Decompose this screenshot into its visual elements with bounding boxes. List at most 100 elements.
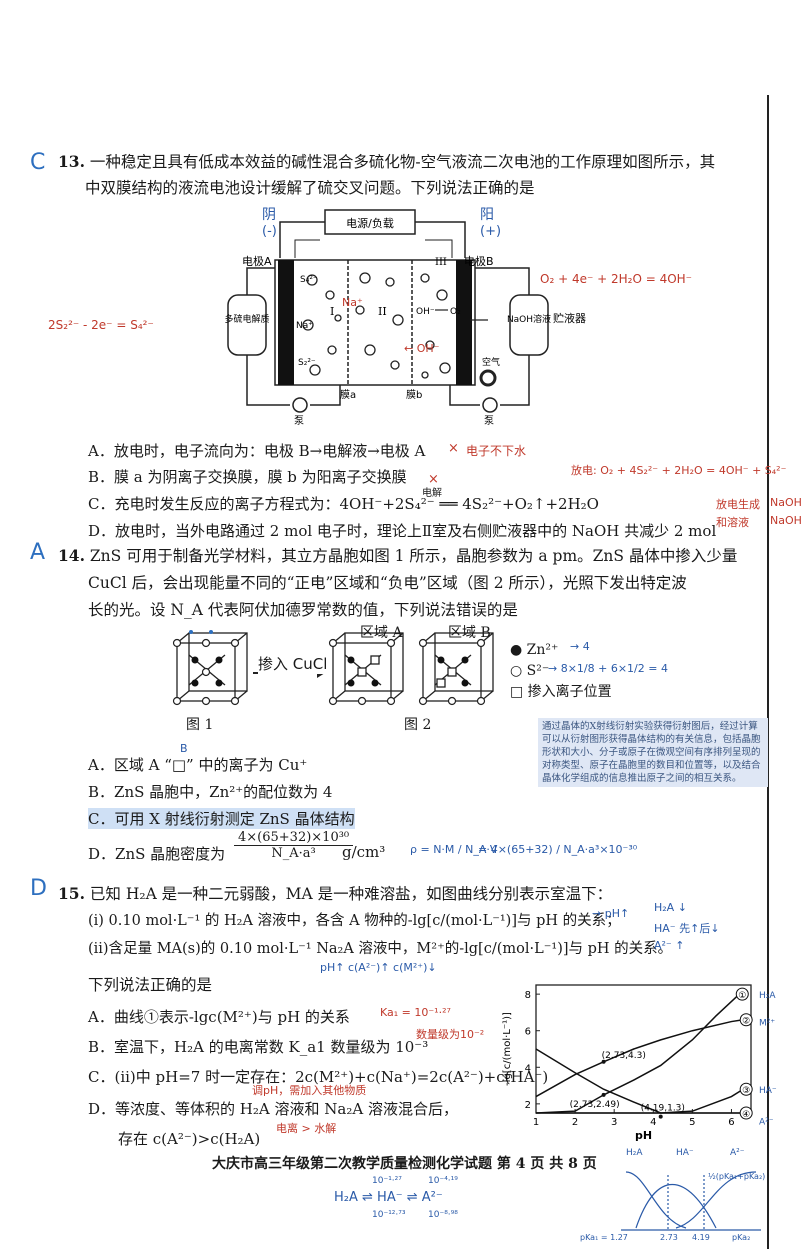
series-mark-label-2: ② [742, 1017, 750, 1027]
ion-s4-label: S₄²⁻ [300, 275, 318, 285]
x-tick-label: 4 [650, 1117, 656, 1128]
right-tank [509, 294, 549, 356]
electrode-a-bar [278, 260, 294, 385]
pump-right-label: 泵 [484, 415, 494, 427]
pump-right-icon [482, 397, 498, 413]
electrolysis-label: 电解 [422, 488, 442, 499]
region-2-label: II [378, 305, 387, 318]
q14-option-a: A．区域 A “□” 中的离子为 Cu⁺ [88, 756, 308, 774]
hw-zn-count: → 4 [570, 640, 590, 653]
ion-o2-label: O₂ [450, 307, 461, 317]
xrd-note: 通过晶体的X射线衍射实验获得衍射图后，经过计算可以从衍射图形获得晶体结构的有关信… [538, 718, 768, 787]
hw-rho2: = 4×(65+32) / N_A·a³×10⁻³⁰ [478, 843, 638, 856]
hw-s-count: → 8×1/8 + 6×1/2 = 4 [548, 662, 668, 675]
hw-cathode-sign: (+) [480, 224, 502, 239]
x-tick-label: 5 [689, 1117, 695, 1128]
hw-bottom-k3: 10⁻¹²·⁷³ [372, 1210, 406, 1220]
electrode-b-bar [456, 260, 472, 385]
q14-line1: 14. ZnS 可用于制备光学材料，其立方晶胞如图 1 所示，晶胞参数为 a p… [58, 546, 737, 566]
q15-option-d2: 存在 c(A²⁻)>c(H₂A) [118, 1130, 261, 1148]
series-mark-label-4: ④ [742, 1110, 750, 1120]
hw-bottom-k1: 10⁻¹·²⁷ [372, 1176, 402, 1186]
q15-line2: (i) 0.10 mol·L⁻¹ 的 H₂A 溶液中，各含 A 物种的-lg[c… [88, 913, 621, 929]
q13-option-a: A．放电时，电子流向为：电极 B→电解液→电极 A [88, 442, 426, 460]
series-mark-1 [735, 987, 749, 1001]
q13-option-d: D．放电时，当外电路通过 2 mol 电子时，理论上Ⅱ室及右侧贮液器中的 NaO… [88, 522, 717, 540]
legend-s: ○ S²⁻ [510, 663, 550, 679]
crystal-legend: ● Zn²⁺ ○ S²⁻ □ 掺入离子位置 [510, 640, 612, 703]
hw-anode-sign: (-) [262, 224, 277, 239]
annotation-point [601, 1092, 606, 1097]
hw-right-eq: O₂ + 4e⁻ + 2H₂O = 4OH⁻ [540, 272, 693, 286]
annotation-point [601, 1059, 606, 1064]
fig1-label: 图 1 [186, 717, 214, 733]
hw-b-mark: B [180, 742, 188, 755]
q14-mark: A [30, 540, 46, 565]
hw-note-d2: NaOH [770, 496, 802, 509]
y-tick-label: 8 [525, 990, 531, 1001]
q14-option-b: B．ZnS 晶胞中，Zn²⁺的配位数为 4 [88, 783, 333, 801]
annotation-label: (4.19,1.3) [641, 1104, 685, 1114]
right-tank-label: NaOH溶液 [507, 313, 551, 325]
hw-mini-a2: A²⁻ [730, 1148, 745, 1158]
q15-line3: (ii)含足量 MA(s)的 0.10 mol·L⁻¹ Na₂A 溶液中，M²⁺… [88, 941, 673, 957]
hw-bottom-k2: 10⁻⁴·¹⁹ [428, 1176, 458, 1186]
hw-d-note: 电离 > 水解 [276, 1122, 337, 1135]
air-bubble-icon [479, 369, 497, 387]
electrode-b-label: 电极B [464, 254, 494, 268]
membrane-a-label: 膜a [340, 389, 356, 401]
hw-x-a: × [448, 441, 459, 456]
ion-na-label: Na⁺ [296, 321, 313, 331]
hw-rho: ρ = N·M / N_A·V [410, 843, 498, 856]
hw-left-eq: 2S₂²⁻ - 2e⁻ = S₄²⁻ [48, 318, 154, 332]
power-box-label: 电源/负载 [346, 216, 394, 230]
series-mark-2 [739, 1013, 753, 1027]
hw-mini-419: 4.19 [692, 1233, 710, 1242]
region-3-label: III [435, 257, 447, 268]
q14-line3: 长的光。设 N_A 代表阿伏加德罗常数的值，下列说法错误的是 [88, 601, 518, 619]
series-line-3 [536, 1088, 744, 1114]
q14-option-d: D．ZnS 晶胞密度为 [88, 845, 226, 863]
y-axis-label: -lg[c/(mol·L⁻¹)] [502, 1012, 513, 1086]
hw-curve-label: A²⁻ [759, 1117, 774, 1127]
hw-mini-h2a: H₂A [626, 1148, 643, 1158]
q15-option-b: B．室温下，H₂A 的电离常数 K_a1 数量级为 10⁻³ [88, 1038, 429, 1056]
ion-oh-label: OH⁻ [416, 307, 435, 317]
page-border-line [767, 95, 769, 1249]
region-1-label: I [330, 305, 334, 318]
hw-x-b: × [428, 472, 439, 487]
mini-distribution-sketch [621, 1171, 761, 1231]
hw-ph-q: pH↑ c(A²⁻)↑ c(M²⁺)↓ [320, 961, 437, 974]
q15-mark: D [30, 876, 47, 901]
series-mark-label-3: ③ [742, 1086, 750, 1096]
series-mark-label-1: ① [738, 991, 746, 1001]
annotation-point [658, 1114, 663, 1119]
hw-mini-pk1: pKa₁ = 1.27 [580, 1233, 628, 1242]
region-b-label: 区域 B [448, 625, 491, 641]
chart-frame [535, 984, 752, 1114]
arrow-text: 掺入 CuCl [258, 653, 328, 674]
hw-na-note: Na⁺ [342, 296, 363, 309]
left-tank [227, 294, 267, 356]
series-mark-4 [739, 1106, 753, 1120]
series-line-1 [535, 993, 740, 1114]
density-denominator: N_A·a³ [271, 846, 316, 861]
reservoir-label: 贮液器 [553, 311, 586, 325]
hw-bottom-eq: H₂A ⇌ HA⁻ ⇌ A²⁻ [334, 1190, 443, 1205]
q13-text1: 一种稳定且具有低成本效益的碱性混合多硫化物-空气液流二次电池的工作原理如图所示，… [89, 153, 716, 171]
hw-ka1b: 数量级为10⁻² [416, 1028, 485, 1041]
x-tick-label: 6 [728, 1117, 734, 1128]
electrode-a-label: 电极A [242, 254, 272, 268]
q15-option-c: C．(ii)中 pH=7 时一定存在：2c(M²⁺)+c(Na⁺)=2c(A²⁻… [88, 1068, 549, 1086]
q14-text1: ZnS 可用于制备光学材料，其立方晶胞如图 1 所示，晶胞参数为 a pm。Zn… [89, 547, 738, 565]
left-tank-label: 多硫电解质 [224, 313, 269, 325]
hw-mini-mid: 2.73 [660, 1233, 678, 1242]
pump-left-label: 泵 [294, 415, 304, 427]
q15-option-d: D．等浓度、等体积的 H₂A 溶液和 Na₂A 溶液混合后， [88, 1100, 458, 1118]
annotation-label: (2.73,4.3) [602, 1051, 646, 1061]
membrane-b-label: 膜b [406, 389, 422, 401]
hw-ph-up: → pH↑ [592, 907, 630, 920]
x-axis-label: pH [635, 1129, 652, 1142]
hw-a2-up: A²⁻ ↑ [654, 939, 685, 952]
